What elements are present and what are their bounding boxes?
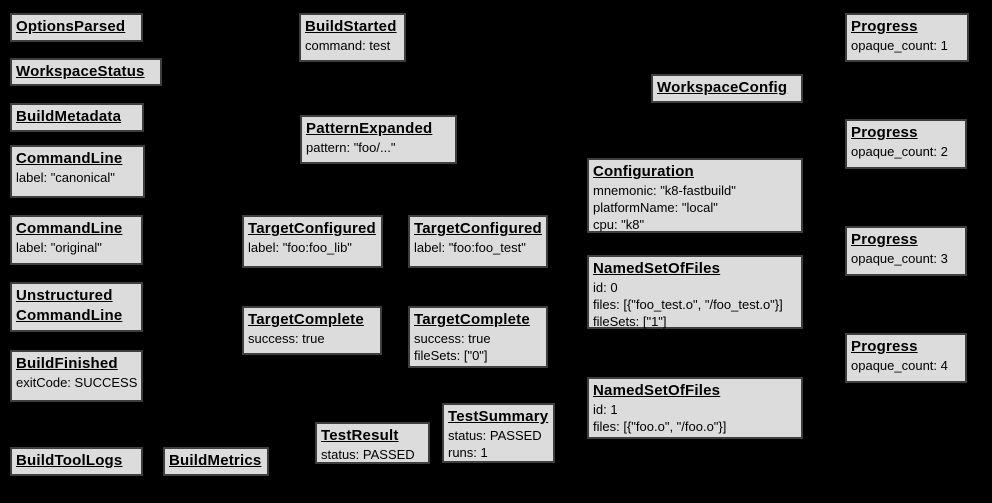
event-box-progress-1: Progress opaque_count: 1 xyxy=(845,13,969,62)
event-box-named-set-of-files-0: NamedSetOfFiles id: 0 files: [{"foo_test… xyxy=(587,255,803,329)
event-title: BuildMetadata xyxy=(16,108,122,125)
event-title: Progress xyxy=(851,338,918,355)
event-box-target-complete-foo-test: TargetComplete success: true fileSets: [… xyxy=(408,306,548,368)
event-title: Configuration xyxy=(593,163,694,180)
event-title: OptionsParsed xyxy=(16,18,126,35)
event-title: TestSummary xyxy=(448,408,549,425)
event-title: CommandLine xyxy=(16,220,123,237)
event-properties: status: PASSED runs: 1 xyxy=(448,428,542,460)
event-title: Progress xyxy=(851,231,918,248)
event-properties: label: "original" xyxy=(16,240,102,255)
event-title: WorkspaceStatus xyxy=(16,63,145,80)
event-box-command-line-original: CommandLine label: "original" xyxy=(10,215,143,265)
event-properties: label: "foo:foo_test" xyxy=(414,240,526,255)
event-box-test-result: TestResult status: PASSED xyxy=(315,422,430,464)
event-box-unstructured-command-line: Unstructured CommandLine xyxy=(10,282,143,332)
event-title: NamedSetOfFiles xyxy=(593,382,721,399)
event-properties: opaque_count: 3 xyxy=(851,251,948,266)
event-box-build-started: BuildStarted command: test xyxy=(299,13,406,62)
event-properties: status: PASSED xyxy=(321,447,415,462)
event-title: BuildStarted xyxy=(305,18,397,35)
event-box-build-tool-logs: BuildToolLogs xyxy=(10,447,143,476)
event-box-configuration: Configuration mnemonic: "k8-fastbuild" p… xyxy=(587,158,803,233)
event-title: BuildMetrics xyxy=(169,452,262,469)
event-title: TargetComplete xyxy=(248,311,364,328)
event-title: Unstructured CommandLine xyxy=(16,287,123,324)
event-box-target-complete-foo-lib: TargetComplete success: true xyxy=(242,306,382,355)
event-box-workspace-config: WorkspaceConfig xyxy=(651,74,803,103)
event-title: TargetComplete xyxy=(414,311,530,328)
event-box-build-finished: BuildFinished exitCode: SUCCESS xyxy=(10,350,143,402)
event-properties: opaque_count: 2 xyxy=(851,144,948,159)
event-box-target-configured-foo-lib: TargetConfigured label: "foo:foo_lib" xyxy=(242,215,383,268)
event-title: Progress xyxy=(851,124,918,141)
event-title: TargetConfigured xyxy=(248,220,376,237)
event-box-named-set-of-files-1: NamedSetOfFiles id: 1 files: [{"foo.o", … xyxy=(587,377,803,439)
event-title: WorkspaceConfig xyxy=(657,79,788,96)
event-box-build-metrics: BuildMetrics xyxy=(163,447,269,476)
event-box-build-metadata: BuildMetadata xyxy=(10,103,144,132)
event-title: TestResult xyxy=(321,427,399,444)
event-title: BuildToolLogs xyxy=(16,452,123,469)
event-title: PatternExpanded xyxy=(306,120,433,137)
event-title: BuildFinished xyxy=(16,355,118,372)
event-properties: mnemonic: "k8-fastbuild" platformName: "… xyxy=(593,183,736,232)
event-properties: label: "foo:foo_lib" xyxy=(248,240,352,255)
event-properties: opaque_count: 1 xyxy=(851,38,948,53)
event-properties: id: 1 files: [{"foo.o", "/foo.o"}] xyxy=(593,402,727,434)
event-box-progress-4: Progress opaque_count: 4 xyxy=(845,333,967,383)
event-box-test-summary: TestSummary status: PASSED runs: 1 xyxy=(442,403,555,463)
event-properties: label: "canonical" xyxy=(16,170,115,185)
event-title: Progress xyxy=(851,18,918,35)
event-title: TargetConfigured xyxy=(414,220,542,237)
event-box-pattern-expanded: PatternExpanded pattern: "foo/..." xyxy=(300,115,457,164)
event-box-workspace-status: WorkspaceStatus xyxy=(10,58,162,86)
event-box-target-configured-foo-test: TargetConfigured label: "foo:foo_test" xyxy=(408,215,548,268)
event-properties: opaque_count: 4 xyxy=(851,358,948,373)
event-box-options-parsed: OptionsParsed xyxy=(10,13,143,42)
event-box-progress-3: Progress opaque_count: 3 xyxy=(845,226,967,276)
event-properties: success: true fileSets: ["0"] xyxy=(414,331,491,363)
event-properties: command: test xyxy=(305,38,391,53)
event-title: CommandLine xyxy=(16,150,123,167)
event-properties: exitCode: SUCCESS xyxy=(16,375,138,390)
event-properties: id: 0 files: [{"foo_test.o", "/foo_test.… xyxy=(593,280,783,329)
event-box-command-line-canonical: CommandLine label: "canonical" xyxy=(10,145,145,198)
event-properties: pattern: "foo/..." xyxy=(306,140,396,155)
event-properties: success: true xyxy=(248,331,325,346)
event-box-progress-2: Progress opaque_count: 2 xyxy=(845,119,967,169)
event-title: NamedSetOfFiles xyxy=(593,260,721,277)
